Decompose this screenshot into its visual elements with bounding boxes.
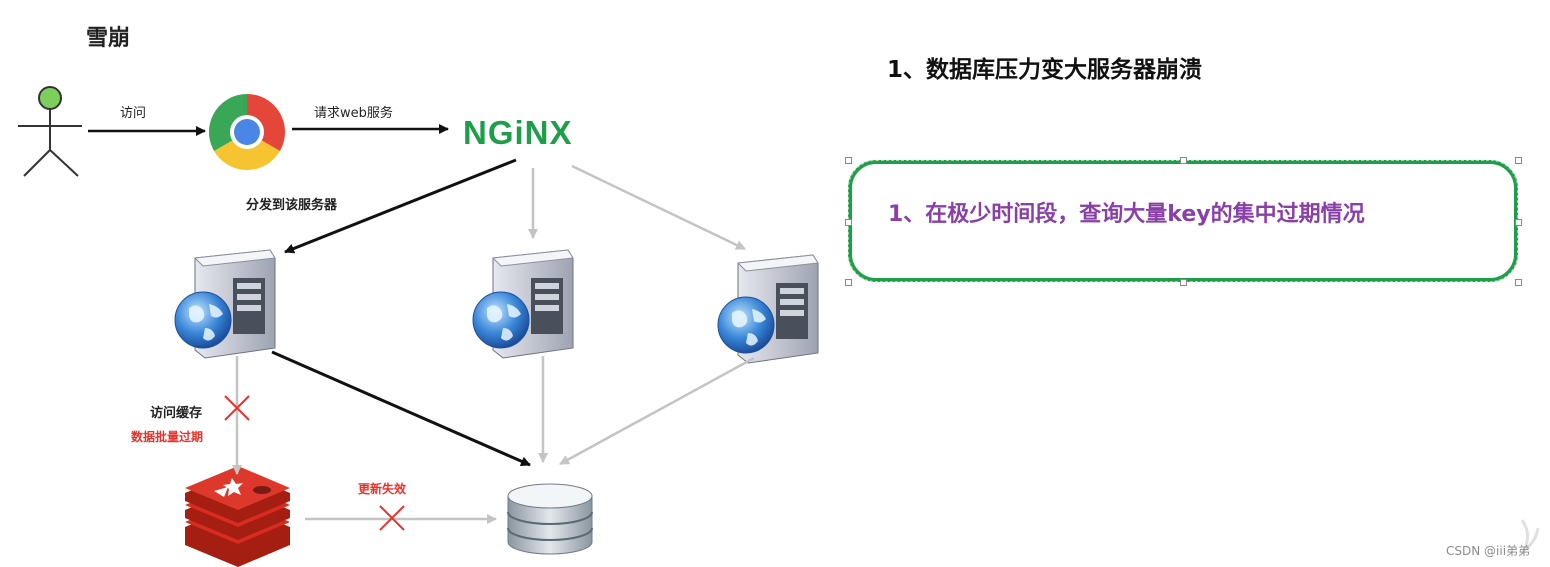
label-dispatch: 分发到该服务器: [246, 198, 338, 213]
arrow-server-left-to-database: [271, 350, 531, 467]
label-access-cache: 访问缓存: [150, 406, 203, 421]
label-request-web: 请求web服务: [314, 106, 393, 121]
label-data-batch-expire: 数据批量过期: [131, 430, 204, 444]
resize-handle-middle-right[interactable]: [1515, 219, 1522, 226]
watermark: CSDN @iii弟弟: [1446, 544, 1531, 558]
diagram-title: 雪崩: [86, 26, 131, 51]
update-failure-x-icon: [379, 505, 405, 531]
server-right-icon: [717, 254, 819, 364]
server-middle-icon: [472, 249, 574, 359]
corner-brush-icon: [1520, 519, 1540, 555]
resize-handle-middle-left[interactable]: [845, 219, 852, 226]
user-actor-icon: [18, 86, 82, 177]
label-visit: 访问: [120, 106, 147, 121]
notes-heading: 1、数据库压力变大服务器崩溃: [887, 57, 1203, 83]
resize-handle-bottom-middle[interactable]: [1180, 279, 1187, 286]
arrow-nginx-to-server-right: [571, 164, 746, 251]
nginx-logo-text: NGiNX: [463, 114, 573, 151]
cache-failure-x-icon: [224, 395, 250, 421]
redis-cache-icon: [185, 466, 290, 567]
label-update-failed: 更新失效: [358, 482, 407, 496]
nginx-logo-icon: NGiNX: [463, 114, 573, 151]
resize-handle-bottom-left[interactable]: [845, 279, 852, 286]
arrow-server-right-to-database: [559, 356, 755, 466]
note-box-text: 1、在极少时间段，查询大量key的集中过期情况: [888, 202, 1365, 227]
resize-handle-top-right[interactable]: [1515, 157, 1522, 164]
chrome-browser-icon: [209, 94, 285, 170]
arrow-nginx-to-server-left: [284, 158, 517, 254]
server-left-icon: [174, 249, 276, 359]
resize-handle-top-middle[interactable]: [1180, 157, 1187, 164]
resize-handle-bottom-right[interactable]: [1515, 279, 1522, 286]
database-icon: [507, 483, 593, 555]
resize-handle-top-left[interactable]: [845, 157, 852, 164]
